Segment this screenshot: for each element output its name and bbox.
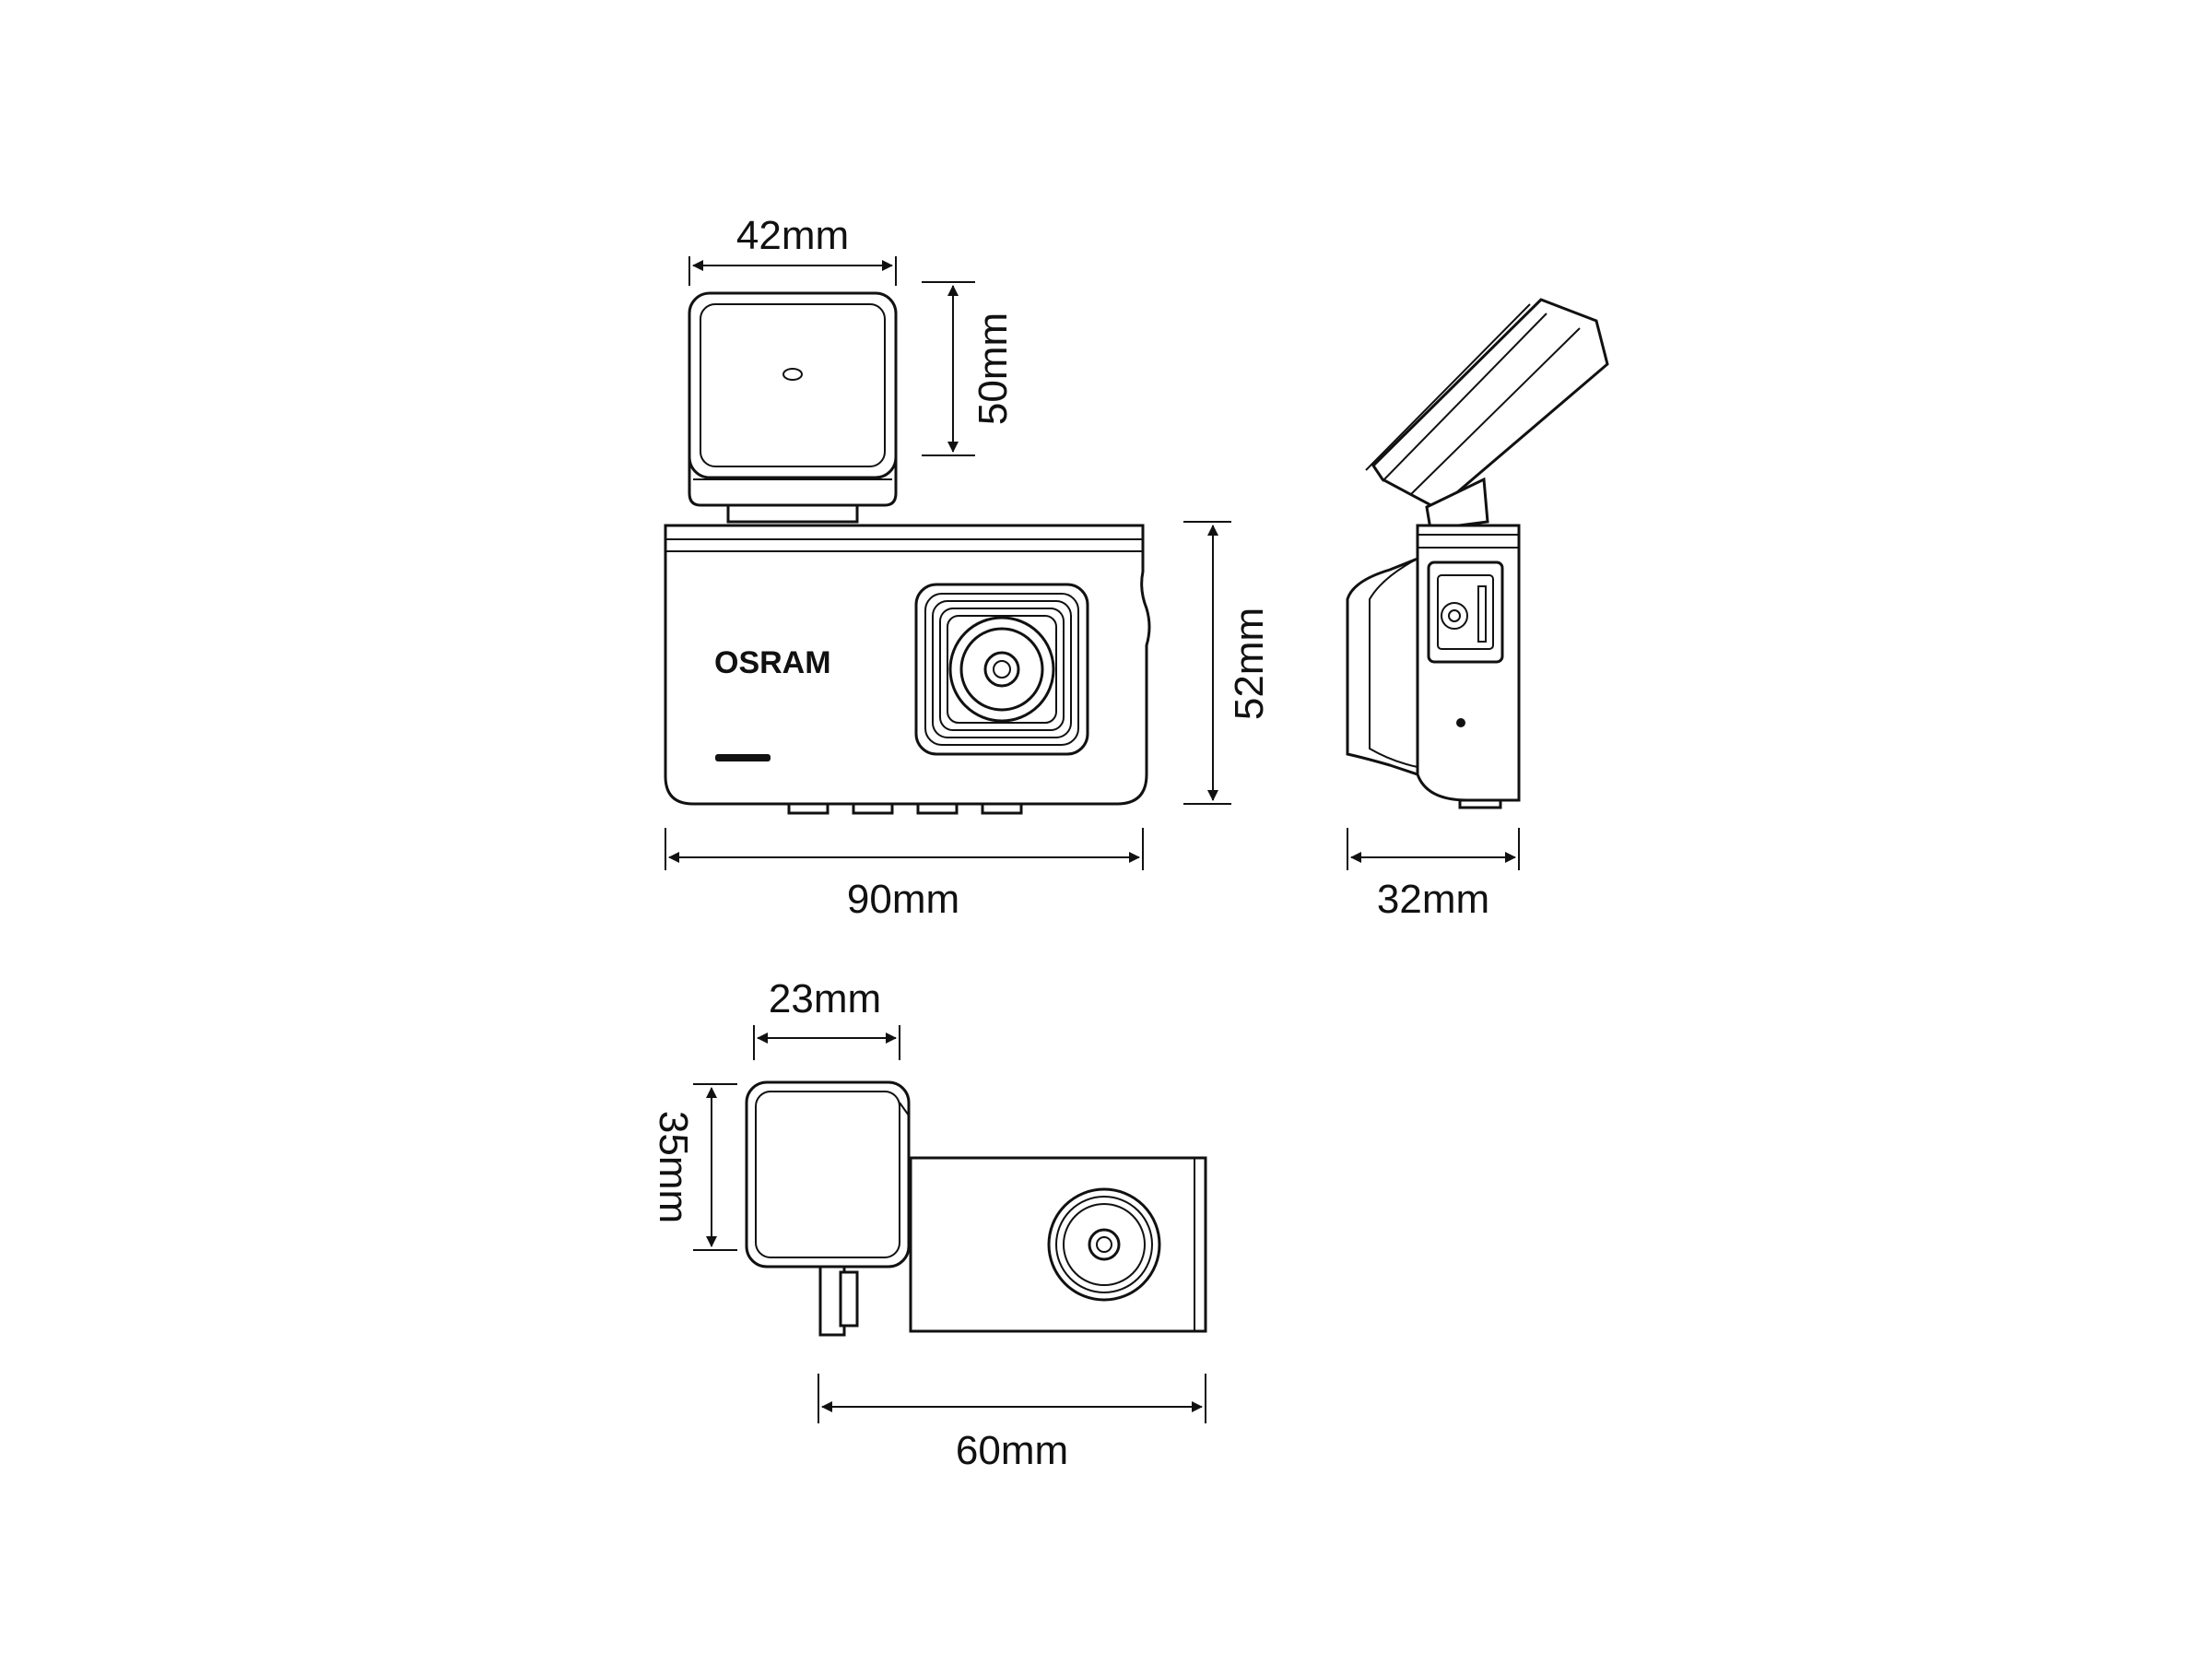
dim-rear-mount-height: 35mm xyxy=(651,1083,737,1251)
rear-camera-mount xyxy=(745,1080,911,1269)
rear-camera-body xyxy=(818,1156,1207,1337)
rear-camera-view: 23mm 35mm 60mm xyxy=(651,976,1207,1473)
dim-label-52: 52mm xyxy=(1227,608,1272,720)
dim-rear-mount-width: 23mm xyxy=(753,976,900,1060)
dim-rear-length: 60mm xyxy=(818,1374,1206,1473)
dim-label-42: 42mm xyxy=(736,213,849,258)
dim-mount-width: 42mm xyxy=(688,213,897,286)
dim-depth: 32mm xyxy=(1347,828,1520,922)
front-view: OSRAM 42mm 50mm xyxy=(664,213,1272,922)
dim-label-23: 23mm xyxy=(769,976,881,1021)
dim-body-height: 52mm xyxy=(1183,521,1272,805)
side-view: 32mm xyxy=(1346,298,1609,922)
brand-logo: OSRAM xyxy=(714,645,831,680)
dim-mount-height: 50mm xyxy=(922,281,1016,456)
dim-label-32: 32mm xyxy=(1377,877,1489,922)
side-mount xyxy=(1365,298,1609,531)
dim-label-50: 50mm xyxy=(971,313,1016,425)
status-led xyxy=(715,754,771,761)
dim-body-width: 90mm xyxy=(665,828,1144,922)
dim-label-60: 60mm xyxy=(956,1428,1068,1473)
front-lens xyxy=(914,583,1089,756)
windshield-mount xyxy=(688,291,898,524)
camera-body-side xyxy=(1346,524,1521,809)
camera-body-front: OSRAM xyxy=(664,524,1151,815)
dim-label-90: 90mm xyxy=(847,877,959,922)
dim-label-35: 35mm xyxy=(651,1111,696,1223)
